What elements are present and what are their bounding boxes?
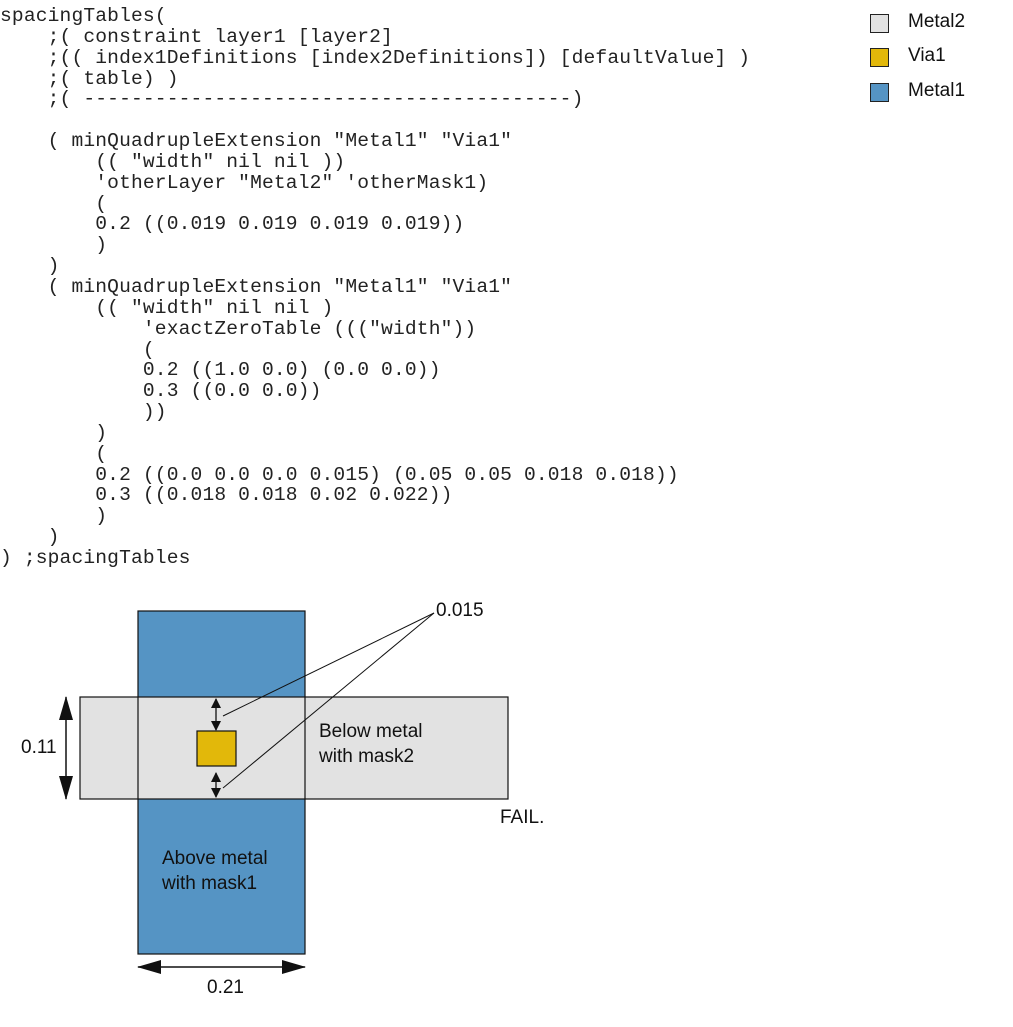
- metal1-label-line2: with mask1: [161, 873, 257, 894]
- result-label: FAIL.: [500, 807, 544, 828]
- code-line: (: [0, 442, 108, 465]
- code-line: ): [0, 234, 108, 257]
- code-line: ) ;spacingTables: [0, 546, 191, 569]
- code-line: (( "width" nil nil )): [0, 150, 346, 173]
- leader-line-top: [222, 612, 435, 717]
- extension-value-label: 0.015: [436, 600, 484, 621]
- code-line: ): [0, 505, 108, 528]
- code-line: spacingTables(: [0, 5, 167, 27]
- metal1-width-label: 0.21: [207, 977, 244, 998]
- legend-label: Via1: [908, 45, 946, 66]
- metal2-label-line2: with mask2: [318, 746, 414, 767]
- metal1-swatch-icon: [870, 83, 889, 102]
- code-line: ;( constraint layer1 [layer2]: [0, 25, 393, 48]
- legend-item-via1: Via1: [870, 45, 1013, 68]
- code-line: 0.2 ((0.0 0.0 0.0 0.015) (0.05 0.05 0.01…: [0, 463, 679, 486]
- code-line: ;( -------------------------------------…: [0, 88, 584, 111]
- code-line: (: [0, 338, 155, 361]
- code-line: ): [0, 255, 60, 278]
- code-line: 0.3 ((0.018 0.018 0.02 0.022)): [0, 484, 453, 507]
- code-line: 0.2 ((1.0 0.0) (0.0 0.0)): [0, 359, 441, 382]
- legend-label: Metal2: [908, 11, 966, 32]
- code-line: 0.3 ((0.0 0.0)): [0, 380, 322, 403]
- via1-shape: [196, 730, 237, 767]
- code-line: )): [0, 401, 167, 424]
- leader-line-bottom: [222, 612, 435, 789]
- metal2-label-line1: Below metal: [319, 721, 423, 742]
- code-line: ( minQuadrupleExtension "Metal1" "Via1": [0, 275, 513, 298]
- metal2-width-label: 0.11: [21, 737, 57, 758]
- code-line: ( minQuadrupleExtension "Metal1" "Via1": [0, 130, 513, 153]
- code-line: 'exactZeroTable ((("width")): [0, 317, 477, 340]
- via1-swatch-icon: [870, 48, 889, 67]
- metal1-label-line1: Above metal: [162, 848, 268, 869]
- legend-item-metal1: Metal1: [870, 80, 1013, 103]
- code-line: 0.2 ((0.019 0.019 0.019 0.019)): [0, 213, 465, 236]
- code-block: spacingTables( ;( constraint layer1 [lay…: [0, 6, 750, 569]
- code-line: ;( table) ): [0, 67, 179, 90]
- code-line: ;(( index1Definitions [index2Definitions…: [0, 46, 751, 69]
- legend-label: Metal1: [908, 80, 966, 101]
- metal2-shape: [79, 696, 509, 800]
- code-line: (( "width" nil nil ): [0, 296, 334, 319]
- metal2-swatch-icon: [870, 14, 889, 33]
- code-line: ): [0, 526, 60, 549]
- code-line: (: [0, 192, 108, 215]
- code-line: 'otherLayer "Metal2" 'otherMask1): [0, 171, 489, 194]
- legend-item-metal2: Metal2: [870, 11, 1013, 34]
- code-line: ): [0, 421, 108, 444]
